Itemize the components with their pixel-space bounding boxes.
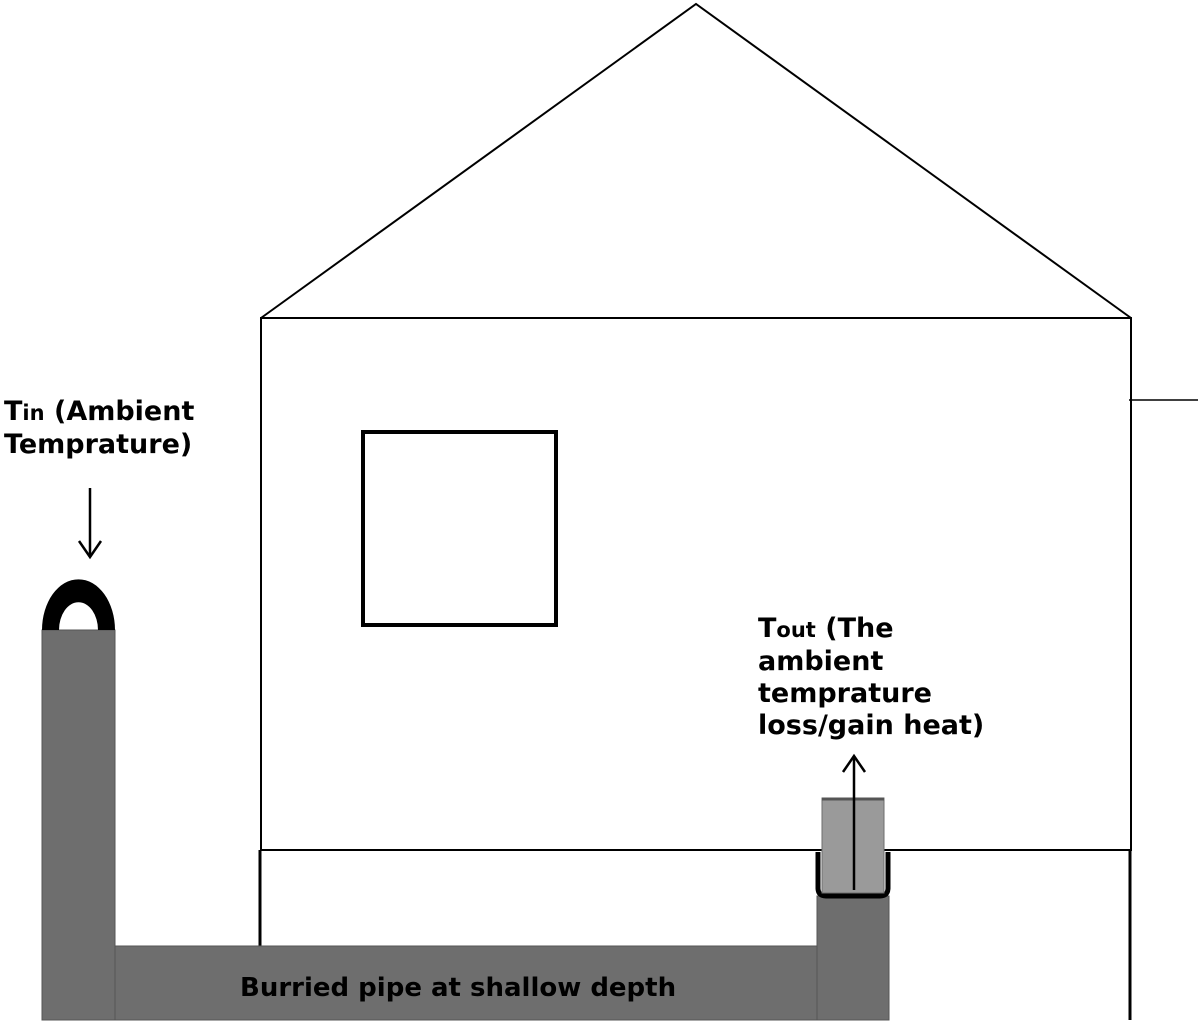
window: [361, 430, 558, 627]
inlet-pipe: [41, 629, 116, 1021]
inlet-arrow-head: [77, 540, 103, 560]
inlet-label-line1: Tin (Ambient: [4, 396, 194, 429]
outlet-label-line2: ambient: [758, 646, 884, 677]
house-body: [260, 317, 1132, 851]
inlet-symbol-subscript: in: [22, 401, 45, 425]
outlet-symbol-subscript: out: [776, 618, 816, 642]
house-roof: [260, 2, 1132, 319]
outlet-label-line1-text: (The: [815, 613, 894, 644]
inlet-label-line2: Temprature): [4, 429, 193, 460]
inlet-symbol: T: [4, 396, 23, 427]
outlet-symbol: T: [758, 613, 777, 644]
buried-pipe-label: Burried pipe at shallow depth: [240, 973, 677, 1003]
outlet-pipe: [816, 895, 890, 1021]
outlet-label-line1: Tout (The: [758, 613, 984, 646]
outlet-bracket: [815, 852, 891, 899]
outlet-label-line4: loss/gain heat): [758, 710, 985, 741]
inlet-cap: [42, 579, 115, 630]
buried-pipe: [114, 945, 889, 1021]
outlet-arrow-head: [841, 753, 867, 773]
inlet-label-line1-text: (Ambient: [44, 396, 195, 427]
inlet-temperature-label: Tin (Ambient Temprature): [4, 396, 194, 461]
outlet-temperature-label: Tout (The ambient temprature loss/gain h…: [758, 613, 984, 742]
outlet-label-line3: temprature: [758, 678, 932, 709]
